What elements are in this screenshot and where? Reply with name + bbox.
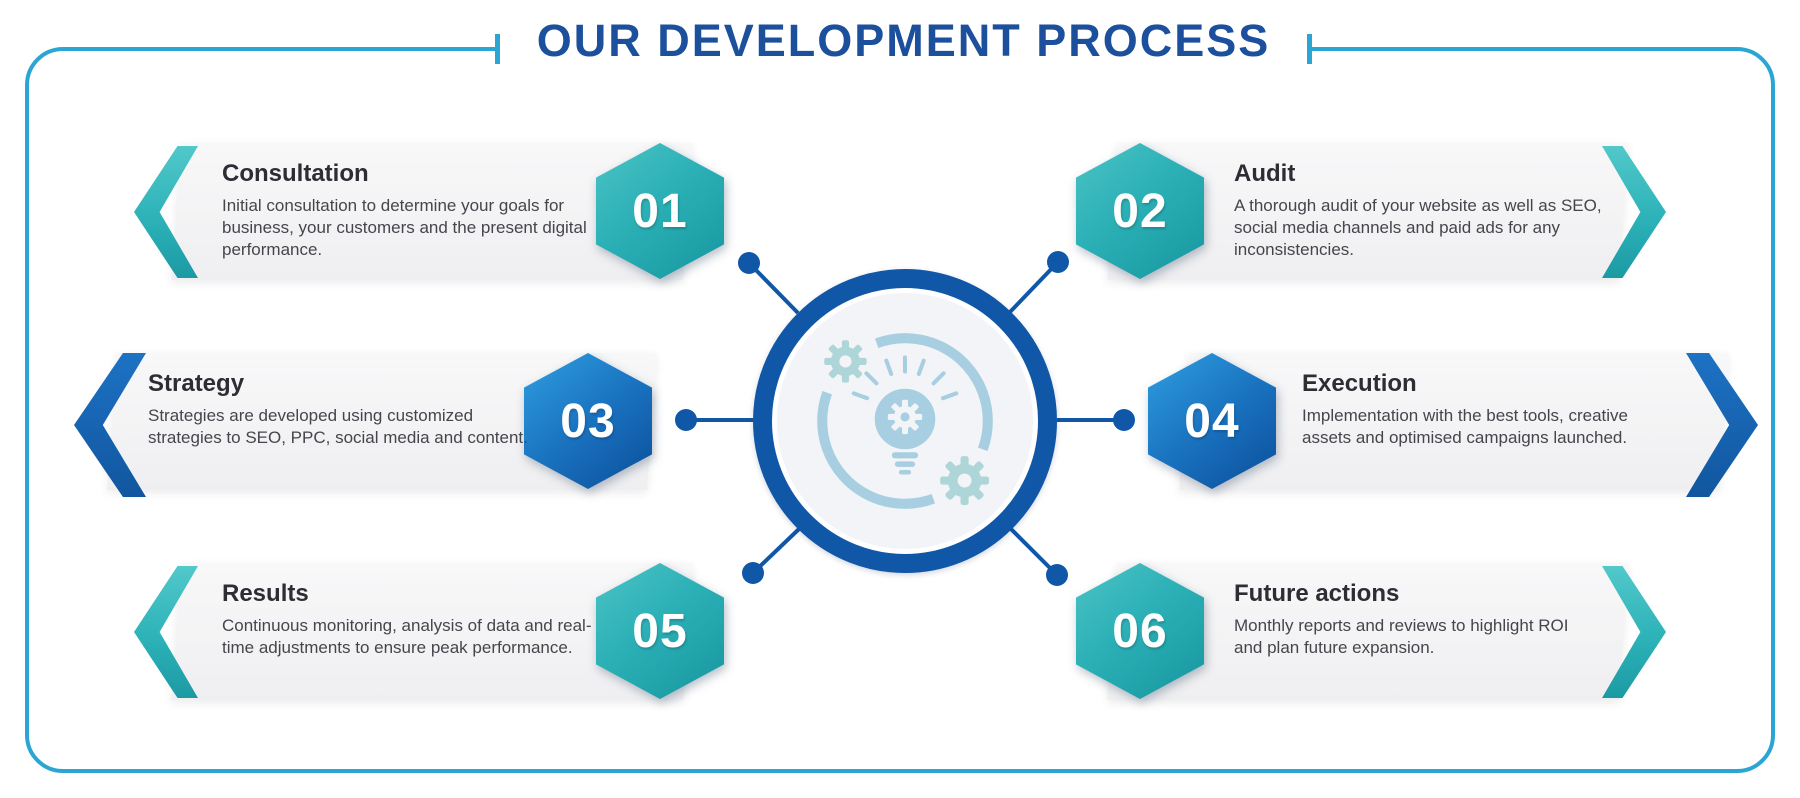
title-rule-cap-left-icon — [495, 34, 500, 64]
process-hub-circle — [753, 269, 1057, 573]
page-title: OUR DEVELOPMENT PROCESS — [536, 15, 1271, 66]
step-number: 02 — [1112, 184, 1168, 238]
step-description: Continuous monitoring, analysis of data … — [222, 616, 592, 658]
step-title: Audit — [1234, 160, 1296, 187]
step-description: Strategies are developed using customize… — [148, 406, 528, 448]
step-number: 05 — [632, 604, 688, 658]
title-band: OUR DEVELOPMENT PROCESS — [495, 6, 1312, 76]
step-number: 03 — [560, 394, 616, 448]
gear-icon — [824, 340, 867, 383]
step-number-badge: 05 — [596, 563, 724, 699]
step-description: Implementation with the best tools, crea… — [1302, 406, 1628, 448]
step-number: 01 — [632, 184, 688, 238]
step-title: Future actions — [1234, 580, 1400, 607]
connector-spokes — [675, 251, 1135, 586]
step-number-badge: 03 — [524, 353, 652, 489]
step-title: Strategy — [148, 370, 245, 397]
step-title: Results — [222, 580, 309, 607]
title-rule-cap-right-icon — [1307, 34, 1312, 64]
step-number-badge: 02 — [1076, 143, 1204, 279]
lightbulb-gears-icon — [817, 333, 993, 509]
step-number-badge: 01 — [596, 143, 724, 279]
step-number: 06 — [1112, 604, 1168, 658]
step-description: Initial consultation to determine your g… — [222, 196, 587, 260]
step-title: Consultation — [222, 160, 369, 187]
step-description: A thorough audit of your website as well… — [1234, 196, 1602, 260]
gear-icon — [940, 456, 989, 505]
step-description: Monthly reports and reviews to highlight… — [1234, 616, 1569, 658]
bulb-base-icon — [891, 452, 919, 475]
step-title: Execution — [1302, 370, 1417, 397]
step-number: 04 — [1184, 394, 1240, 448]
step-number-badge: 06 — [1076, 563, 1204, 699]
step-number-badge: 04 — [1148, 353, 1276, 489]
bulb-rays-icon — [851, 355, 959, 401]
connector-dot-icon — [675, 251, 1135, 586]
